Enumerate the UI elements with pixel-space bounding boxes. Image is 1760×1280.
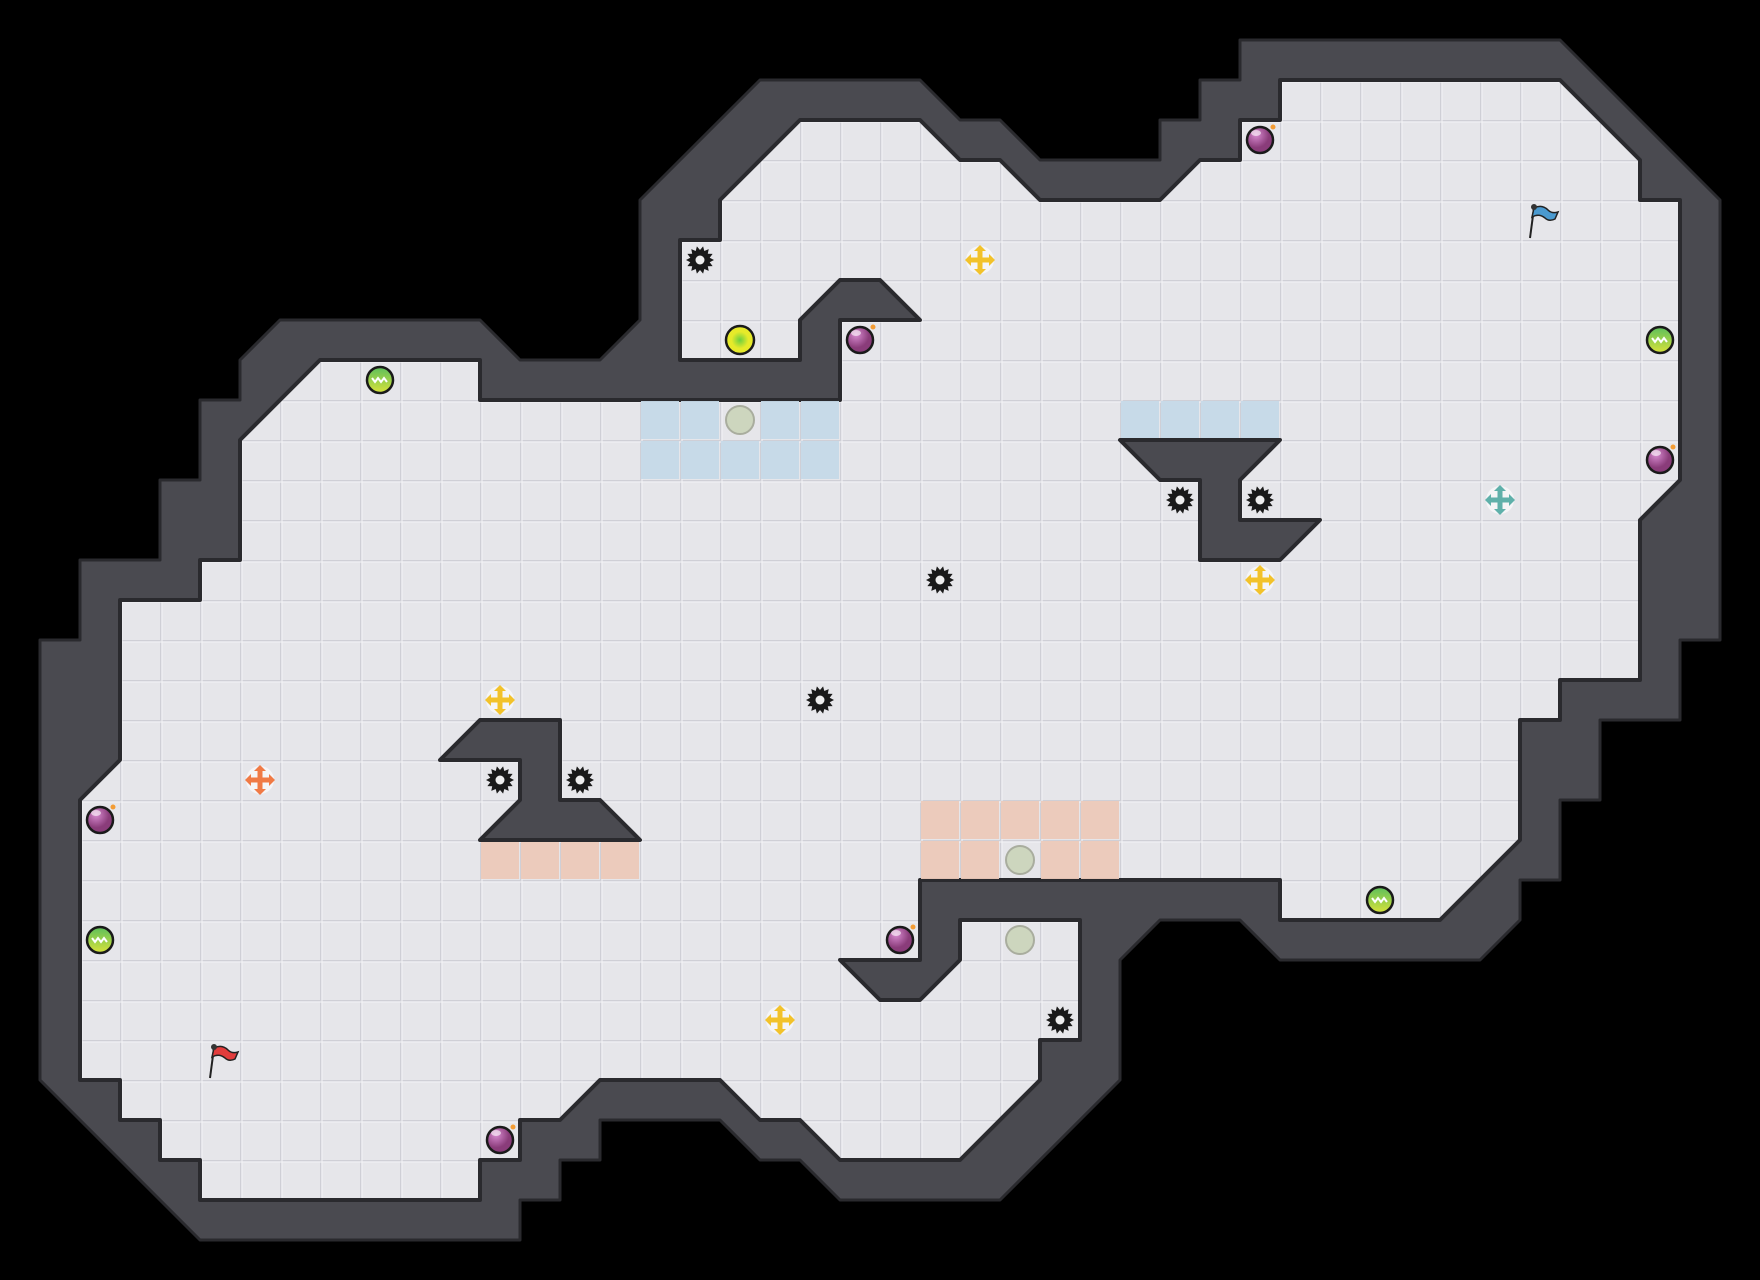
gear-hazard-icon [686, 246, 714, 274]
pressure-plate-icon [1005, 845, 1035, 875]
water-zone-tile [641, 441, 679, 479]
pressure-plate-icon [725, 405, 755, 435]
gear-hazard-icon [1046, 1006, 1074, 1034]
heat-zone-tile [561, 841, 599, 879]
water-zone-tile [761, 441, 799, 479]
cross-arrows-icon [1245, 565, 1275, 595]
bomb-icon [1245, 124, 1276, 155]
goal-flag-icon [1529, 204, 1560, 239]
gear-hazard-icon [926, 566, 954, 594]
water-zone-tile [1241, 401, 1279, 439]
cross-arrows-icon [965, 245, 995, 275]
gear-hazard-icon [566, 766, 594, 794]
water-zone-tile [641, 401, 679, 439]
inner-wall-block [438, 718, 642, 842]
water-zone-tile [801, 401, 839, 439]
cross-arrows-icon [765, 1005, 795, 1035]
cross-arrows-icon [245, 765, 275, 795]
water-zone-tile [1201, 401, 1239, 439]
pressure-plate-icon [1005, 925, 1035, 955]
heat-zone-tile [521, 841, 559, 879]
inner-wall-block [1118, 438, 1322, 562]
heat-zone-tile [1041, 801, 1079, 839]
water-zone-tile [801, 441, 839, 479]
water-zone-tile [1161, 401, 1199, 439]
cross-arrows-icon [485, 685, 515, 715]
heat-zone-tile [1081, 841, 1119, 879]
striped-ball-icon [365, 365, 395, 395]
striped-ball-icon [85, 925, 115, 955]
gear-hazard-icon [486, 766, 514, 794]
heat-zone-tile [1041, 841, 1079, 879]
heat-zone-tile [1001, 801, 1039, 839]
heat-zone-tile [961, 841, 999, 879]
water-zone-tile [1121, 401, 1159, 439]
gear-hazard-icon [806, 686, 834, 714]
heat-zone-tile [921, 801, 959, 839]
water-zone-tile [681, 401, 719, 439]
heat-zone-tile [481, 841, 519, 879]
heat-zone-tile [601, 841, 639, 879]
striped-ball-icon [1365, 885, 1395, 915]
gear-hazard-icon [1166, 486, 1194, 514]
striped-ball-icon [1645, 325, 1675, 355]
bomb-icon [485, 1124, 516, 1155]
water-zone-tile [761, 401, 799, 439]
bomb-icon [1645, 444, 1676, 475]
water-zone-tile [681, 441, 719, 479]
entity-layer [85, 124, 1676, 1155]
floor-area [78, 78, 1682, 1202]
heat-zone-tile [921, 841, 959, 879]
floor-layer [78, 78, 1682, 1202]
zone-layer [481, 401, 1279, 879]
start-flag-icon [209, 1044, 240, 1079]
water-zone-tile [721, 441, 759, 479]
bomb-icon [85, 804, 116, 835]
bomb-icon [845, 324, 876, 355]
cross-arrows-icon [1485, 485, 1515, 515]
heat-zone-tile [961, 801, 999, 839]
gear-hazard-icon [1246, 486, 1274, 514]
yellow-ball-icon [724, 324, 756, 356]
heat-zone-tile [1081, 801, 1119, 839]
bomb-icon [885, 924, 916, 955]
inner-walls [438, 438, 1322, 842]
